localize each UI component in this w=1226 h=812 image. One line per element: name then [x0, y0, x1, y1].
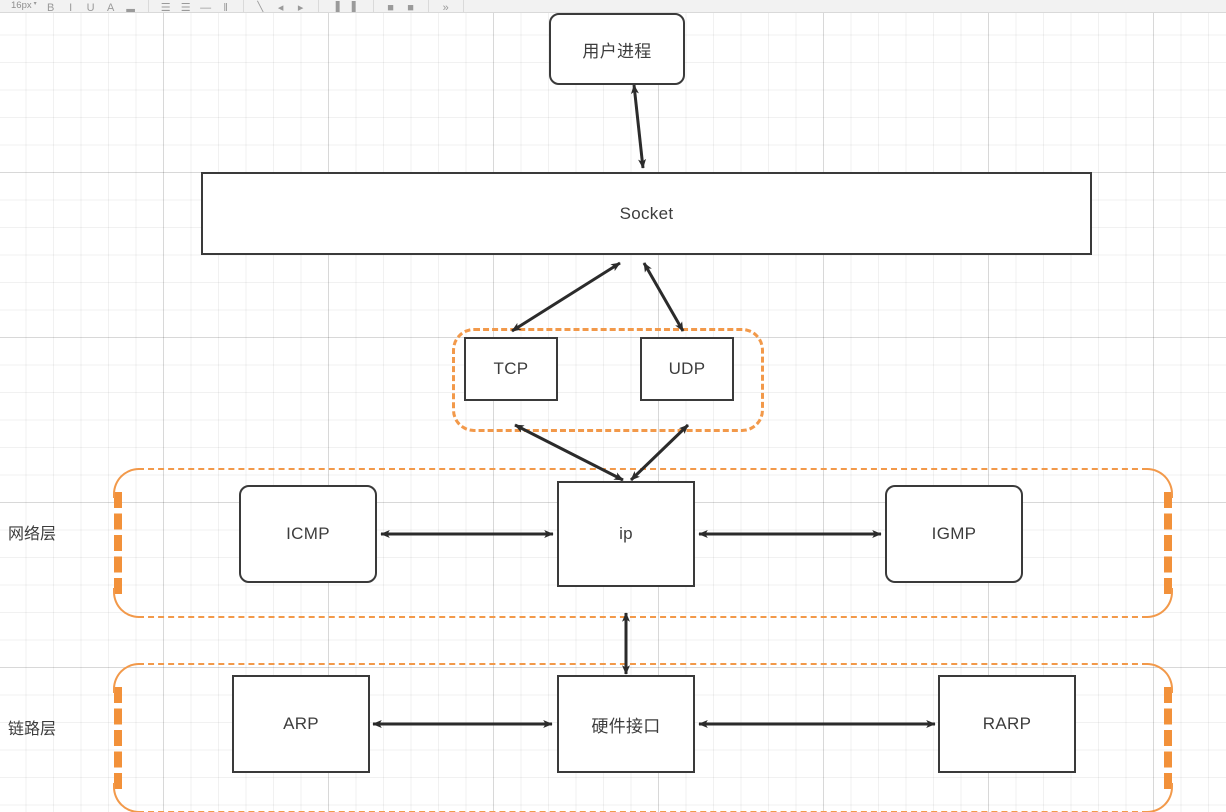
arrow-end-icon: ▸ [297, 2, 304, 13]
send-back-icon: ■ [407, 2, 414, 13]
align-objects-left-button[interactable]: ▐ [326, 0, 346, 13]
arrow-userprocess-socket [630, 84, 647, 169]
band-corner-bottom-right [1143, 783, 1173, 812]
node-label: UDP [668, 359, 706, 378]
chevron-down-icon: ▾ [33, 1, 37, 7]
band-left-edge [114, 492, 122, 594]
bold-icon: B [46, 2, 55, 13]
band-corner-bottom-right [1143, 588, 1173, 618]
arrow-udp-ip [629, 423, 690, 482]
node-udp[interactable]: UDP [640, 337, 734, 401]
editor-toolbar[interactable]: 16px ▾ B I U A ▃ ☰ ☰ — ‖ ╲ ◂ ▸ ▐ ▌ ■ ■ » [0, 0, 1226, 13]
band-corner-top-right [1143, 468, 1173, 498]
line-shape-button[interactable]: ╲ [251, 0, 271, 13]
arrow-socket-tcp [511, 261, 621, 333]
toolbar-group-font[interactable]: 16px ▾ B I U A ▃ [0, 0, 149, 12]
align-center-icon: ☰ [180, 2, 191, 13]
node-tcp[interactable]: TCP [464, 337, 558, 401]
line-width-button[interactable]: ‖ [216, 0, 236, 13]
align-objects-right-button[interactable]: ▌ [346, 0, 366, 13]
line-style-button[interactable]: — [196, 0, 216, 13]
arrow-start-icon: ◂ [277, 2, 284, 13]
node-arp[interactable]: ARP [232, 675, 370, 773]
node-label: ip [619, 524, 633, 543]
send-back-button[interactable]: ■ [401, 0, 421, 13]
align-objects-right-icon: ▌ [351, 2, 360, 13]
toolbar-group-connector[interactable]: ╲ ◂ ▸ [244, 0, 319, 12]
link-layer-label: 链路层 [8, 721, 57, 738]
highlight-button[interactable]: ▃ [121, 0, 141, 13]
toolbar-group-align[interactable]: ▐ ▌ [319, 0, 374, 12]
node-label: TCP [493, 359, 529, 378]
node-label: IGMP [931, 524, 977, 543]
bold-button[interactable]: B [41, 0, 61, 13]
align-center-button[interactable]: ☰ [176, 0, 196, 13]
node-hardware-interface[interactable]: 硬件接口 [557, 675, 695, 773]
band-top-edge [138, 663, 1148, 665]
node-label: Socket [619, 203, 674, 223]
arrow-end-button[interactable]: ▸ [291, 0, 311, 13]
node-label: ARP [283, 714, 319, 733]
band-left-edge [114, 687, 122, 789]
node-ip[interactable]: ip [557, 481, 695, 587]
font-size-value: 16px [11, 0, 32, 11]
band-right-edge [1164, 687, 1172, 789]
toolbar-group-more[interactable]: » [429, 0, 464, 12]
bring-front-button[interactable]: ■ [381, 0, 401, 13]
align-left-button[interactable]: ☰ [156, 0, 176, 13]
toolbar-group-order[interactable]: ■ ■ [374, 0, 429, 12]
highlight-icon: ▃ [126, 2, 135, 13]
underline-button[interactable]: U [81, 0, 101, 13]
node-socket[interactable]: Socket [201, 172, 1092, 255]
arrow-tcp-ip [514, 423, 624, 482]
font-size-input[interactable]: 16px ▾ [7, 0, 41, 12]
band-right-edge [1164, 492, 1172, 594]
line-width-icon: ‖ [223, 2, 228, 13]
italic-button[interactable]: I [61, 0, 81, 13]
band-corner-top-left [113, 468, 143, 498]
line-style-icon: — [200, 2, 212, 13]
italic-icon: I [69, 2, 73, 13]
node-igmp[interactable]: IGMP [885, 485, 1023, 583]
node-label: ICMP [286, 524, 330, 543]
node-user-process[interactable]: 用户进程 [549, 13, 685, 85]
network-layer-label: 网络层 [8, 526, 57, 543]
band-bottom-edge [138, 616, 1148, 618]
arrow-start-button[interactable]: ◂ [271, 0, 291, 13]
node-label: 硬件接口 [591, 716, 661, 736]
font-color-icon: A [106, 2, 115, 13]
diagram-canvas[interactable]: 网络层 链路层 [0, 13, 1226, 812]
underline-icon: U [86, 2, 95, 13]
align-left-icon: ☰ [160, 2, 171, 13]
band-corner-bottom-left [113, 588, 143, 618]
arrow-socket-udp [642, 262, 685, 332]
band-corner-top-left [113, 663, 143, 693]
node-rarp[interactable]: RARP [938, 675, 1076, 773]
band-top-edge [138, 468, 1148, 470]
band-corner-bottom-left [113, 783, 143, 812]
band-corner-top-right [1143, 663, 1173, 693]
font-color-button[interactable]: A [101, 0, 121, 13]
node-label: RARP [982, 714, 1032, 733]
line-shape-icon: ╲ [257, 2, 264, 13]
node-label: 用户进程 [582, 41, 652, 61]
align-objects-left-icon: ▐ [331, 2, 340, 13]
more-options-icon: » [442, 2, 449, 13]
node-icmp[interactable]: ICMP [239, 485, 377, 583]
more-options-button[interactable]: » [436, 0, 456, 13]
bring-front-icon: ■ [387, 2, 394, 13]
toolbar-group-paragraph[interactable]: ☰ ☰ — ‖ [149, 0, 244, 12]
